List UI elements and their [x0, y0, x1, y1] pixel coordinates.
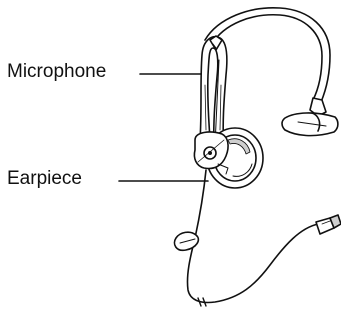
- head-pad: [282, 98, 338, 136]
- headset-cord: [174, 170, 341, 306]
